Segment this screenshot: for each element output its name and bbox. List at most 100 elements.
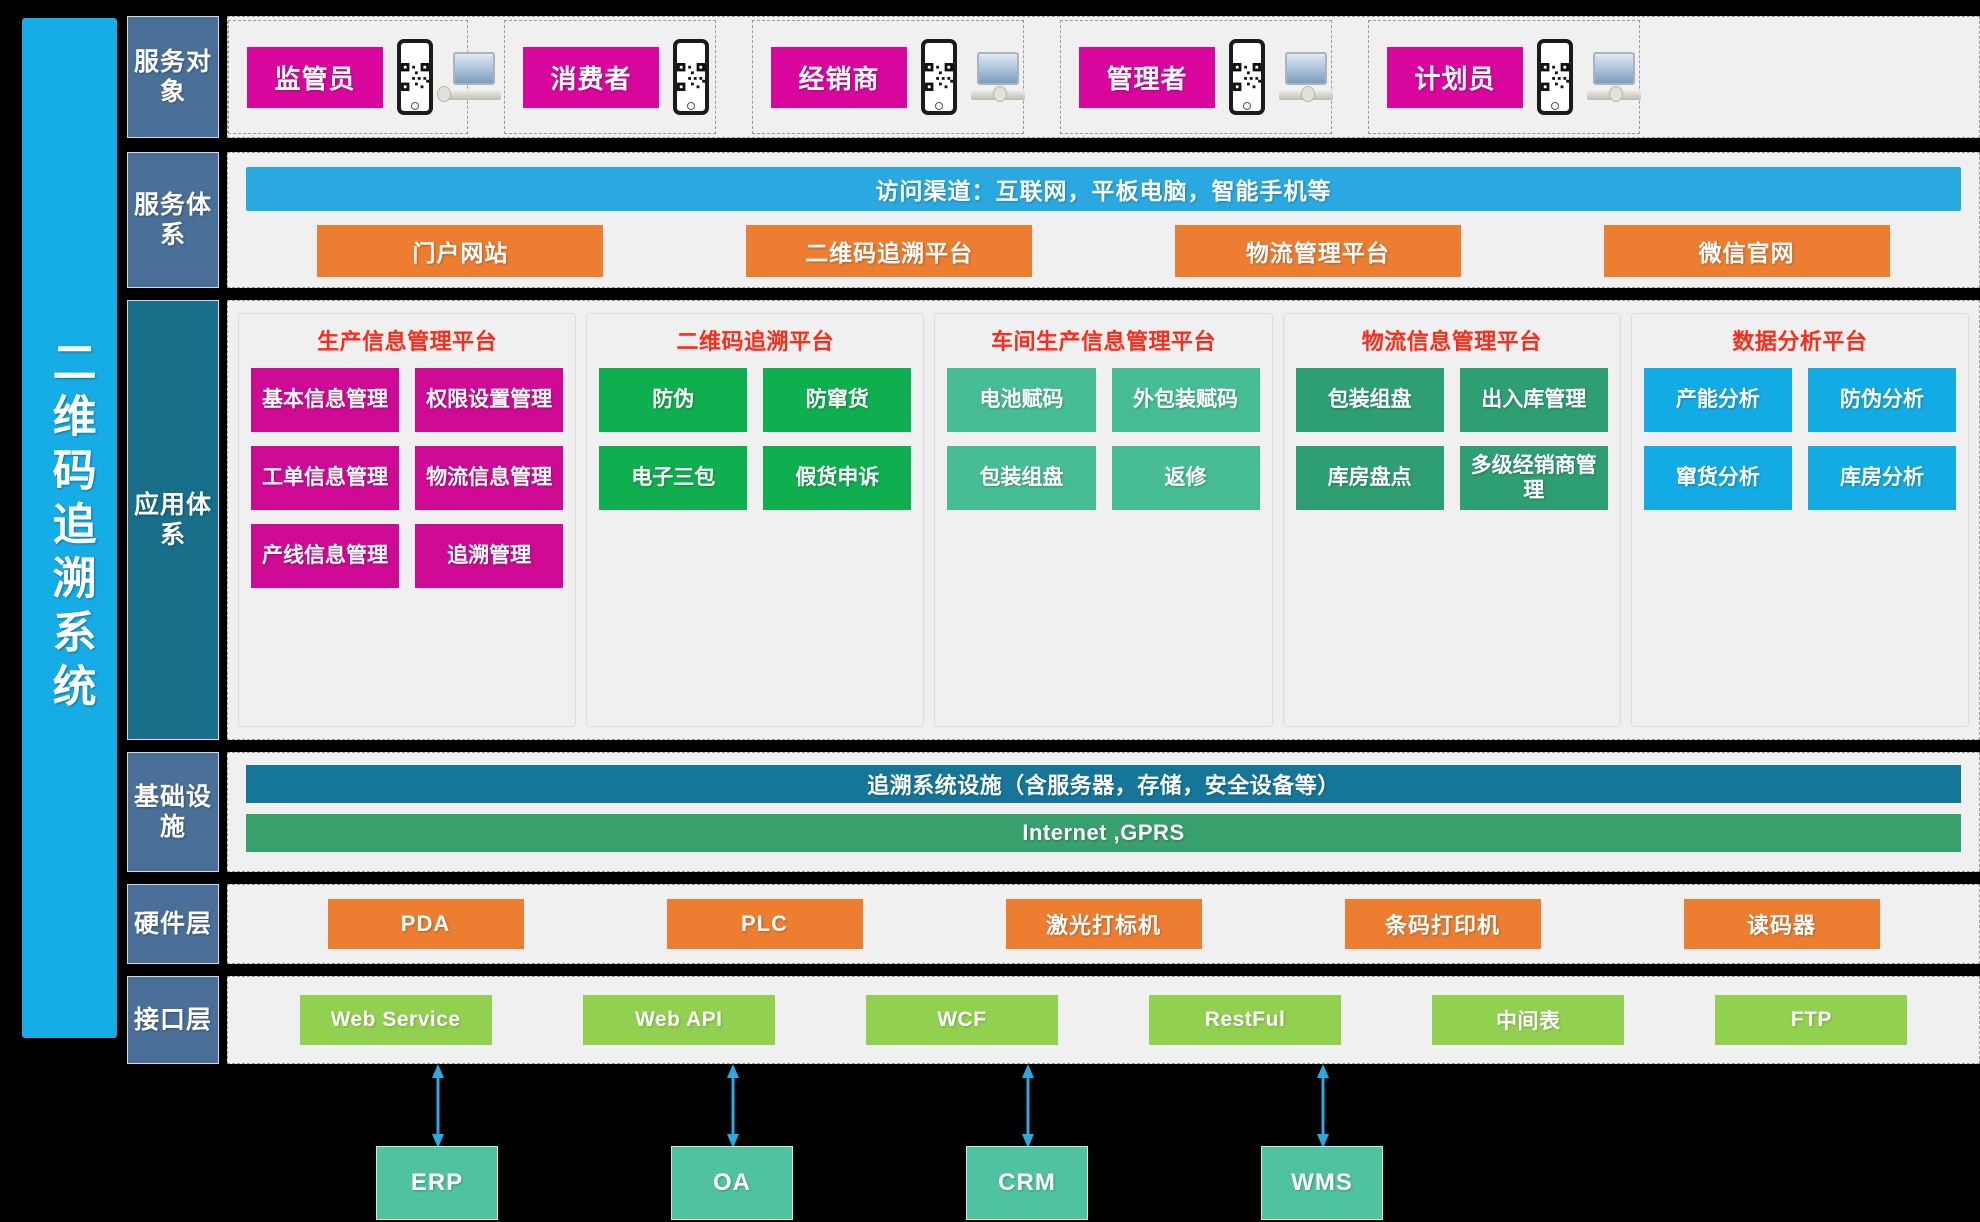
external-system-wms[interactable]: WMS <box>1261 1146 1383 1220</box>
system-title-text: 二维码追溯系统 <box>45 339 95 717</box>
app-tile[interactable]: 产线信息管理 <box>251 524 400 588</box>
mouse-icon <box>437 86 451 102</box>
app-tile[interactable]: 追溯管理 <box>415 524 564 588</box>
access-channel-bar: 访问渠道：互联网，平板电脑，智能手机等 <box>246 167 1961 211</box>
app-tile[interactable]: 窜货分析 <box>1643 446 1792 510</box>
service-object-card[interactable]: 监管员 <box>228 20 501 134</box>
interface-item[interactable]: RestFul <box>1149 995 1342 1045</box>
app-tile[interactable]: 包装组盘 <box>1295 368 1444 432</box>
interface-item[interactable]: WCF <box>865 995 1058 1045</box>
row-label-service-system: 服务体系 <box>127 152 219 288</box>
phone-qr-icon <box>673 39 709 115</box>
row-interface-layer: 接口层 Web Service Web API WCF RestFul 中间表 … <box>127 976 1980 1064</box>
app-tile-grid: 基本信息管理 权限设置管理 工单信息管理 物流信息管理 产线信息管理 追溯管理 <box>251 368 564 588</box>
app-tile[interactable]: 多级经销商管理 <box>1459 446 1608 510</box>
laptop-screen <box>977 52 1019 85</box>
laptop-screen <box>1593 52 1635 85</box>
app-tile[interactable]: 产能分析 <box>1643 368 1792 432</box>
app-tile-grid: 电池赋码 外包装赋码 包装组盘 返修 <box>947 368 1260 510</box>
hardware-item[interactable]: 激光打标机 <box>1005 899 1202 949</box>
app-tile[interactable]: 返修 <box>1111 446 1260 510</box>
qr-code-glyph <box>401 63 429 91</box>
row-label-hardware-layer: 硬件层 <box>127 884 219 964</box>
service-object-label: 监管员 <box>247 46 383 108</box>
laptop-screen <box>1285 52 1327 85</box>
double-arrow-icon <box>432 1064 444 1148</box>
external-system-crm[interactable]: CRM <box>966 1146 1088 1220</box>
row-label-infrastructure: 基础设施 <box>127 752 219 872</box>
app-tile[interactable]: 工单信息管理 <box>251 446 400 510</box>
app-column-title: 二维码追溯平台 <box>676 329 835 354</box>
laptop-screen <box>453 52 495 85</box>
external-systems-group: ERP OA CRM WMS <box>127 1064 1888 1220</box>
interface-item[interactable]: Web Service <box>299 995 492 1045</box>
interface-item[interactable]: 中间表 <box>1432 995 1625 1045</box>
service-object-card[interactable]: 管理者 <box>1060 20 1333 134</box>
app-tile[interactable]: 防伪 <box>599 368 748 432</box>
row-body-service-objects: 监管员 消费者 <box>227 16 1980 138</box>
app-tile[interactable]: 防窜货 <box>763 368 912 432</box>
app-column-workshop-production: 车间生产信息管理平台 电池赋码 外包装赋码 包装组盘 返修 <box>934 313 1273 727</box>
external-system-oa[interactable]: OA <box>671 1146 793 1220</box>
phone-qr-icon <box>397 39 433 115</box>
app-tile[interactable]: 电子三包 <box>599 446 748 510</box>
row-body-application-system: 生产信息管理平台 基本信息管理 权限设置管理 工单信息管理 物流信息管理 产线信… <box>227 300 1980 740</box>
qr-code-glyph <box>1233 63 1261 91</box>
hardware-item[interactable]: PLC <box>666 899 863 949</box>
app-tile-grid: 产能分析 防伪分析 窜货分析 库房分析 <box>1643 368 1957 510</box>
external-system-erp[interactable]: ERP <box>376 1146 498 1220</box>
app-tile[interactable]: 物流信息管理 <box>415 446 564 510</box>
app-tile[interactable]: 外包装赋码 <box>1111 368 1260 432</box>
row-hardware-layer: 硬件层 PDA PLC 激光打标机 条码打印机 读码器 <box>127 884 1980 964</box>
service-object-label: 计划员 <box>1387 46 1523 108</box>
service-platform-button[interactable]: 二维码追溯平台 <box>746 225 1033 277</box>
row-infrastructure: 基础设施 追溯系统设施（含服务器，存储，安全设备等） Internet ,GPR… <box>127 752 1980 872</box>
service-object-label: 经销商 <box>771 46 907 108</box>
row-service-system: 服务体系 访问渠道：互联网，平板电脑，智能手机等 门户网站 二维码追溯平台 物流… <box>127 152 1980 288</box>
app-column-qr-trace: 二维码追溯平台 防伪 防窜货 电子三包 假货申诉 <box>586 313 925 727</box>
app-tile[interactable]: 防伪分析 <box>1807 368 1957 432</box>
app-tile[interactable]: 基本信息管理 <box>251 368 400 432</box>
service-object-card[interactable]: 计划员 <box>1368 20 1641 134</box>
app-tile[interactable]: 库房分析 <box>1807 446 1957 510</box>
app-tile[interactable]: 假货申诉 <box>763 446 912 510</box>
service-platform-button[interactable]: 门户网站 <box>317 225 604 277</box>
qr-code-glyph <box>925 63 953 91</box>
hardware-item[interactable]: 条码打印机 <box>1344 899 1541 949</box>
app-column-data-analysis: 数据分析平台 产能分析 防伪分析 窜货分析 库房分析 <box>1630 313 1970 727</box>
app-column-title: 生产信息管理平台 <box>317 329 498 354</box>
hardware-item[interactable]: 读码器 <box>1683 899 1880 949</box>
service-object-label: 消费者 <box>523 46 659 108</box>
qr-code-glyph <box>677 63 705 91</box>
infrastructure-facilities-bar: 追溯系统设施（含服务器，存储，安全设备等） <box>246 765 1961 803</box>
app-tile[interactable]: 出入库管理 <box>1459 368 1608 432</box>
service-object-card[interactable]: 经销商 <box>752 20 1025 134</box>
laptop-icon <box>437 52 501 102</box>
service-platform-button[interactable]: 物流管理平台 <box>1174 225 1461 277</box>
app-tile[interactable]: 电池赋码 <box>947 368 1096 432</box>
service-platform-button[interactable]: 微信官网 <box>1603 225 1890 277</box>
mouse-icon <box>1609 86 1623 102</box>
system-title-banner: 二维码追溯系统 <box>22 18 117 1038</box>
row-label-interface-layer: 接口层 <box>127 976 219 1064</box>
interface-item[interactable]: FTP <box>1715 995 1908 1045</box>
app-tile-grid: 包装组盘 出入库管理 库房盘点 多级经销商管理 <box>1295 368 1608 510</box>
qr-code-glyph <box>1541 63 1569 91</box>
interface-item[interactable]: Web API <box>582 995 775 1045</box>
mouse-icon <box>1301 86 1315 102</box>
service-object-label: 管理者 <box>1079 46 1215 108</box>
app-tile[interactable]: 包装组盘 <box>947 446 1096 510</box>
app-tile[interactable]: 库房盘点 <box>1295 446 1444 510</box>
app-column-logistics-info: 物流信息管理平台 包装组盘 出入库管理 库房盘点 多级经销商管理 <box>1282 313 1621 727</box>
row-body-service-system: 访问渠道：互联网，平板电脑，智能手机等 门户网站 二维码追溯平台 物流管理平台 … <box>227 152 1980 288</box>
service-object-card[interactable]: 消费者 <box>504 20 716 134</box>
hardware-item[interactable]: PDA <box>327 899 524 949</box>
phone-qr-icon <box>1229 39 1265 115</box>
mouse-icon <box>993 86 1007 102</box>
laptop-icon <box>1279 52 1333 102</box>
service-platform-list: 门户网站 二维码追溯平台 物流管理平台 微信官网 <box>246 225 1961 277</box>
app-tile[interactable]: 权限设置管理 <box>415 368 564 432</box>
row-application-system: 应用体系 生产信息管理平台 基本信息管理 权限设置管理 工单信息管理 物流信息管… <box>127 300 1980 740</box>
double-arrow-icon <box>1022 1064 1034 1148</box>
